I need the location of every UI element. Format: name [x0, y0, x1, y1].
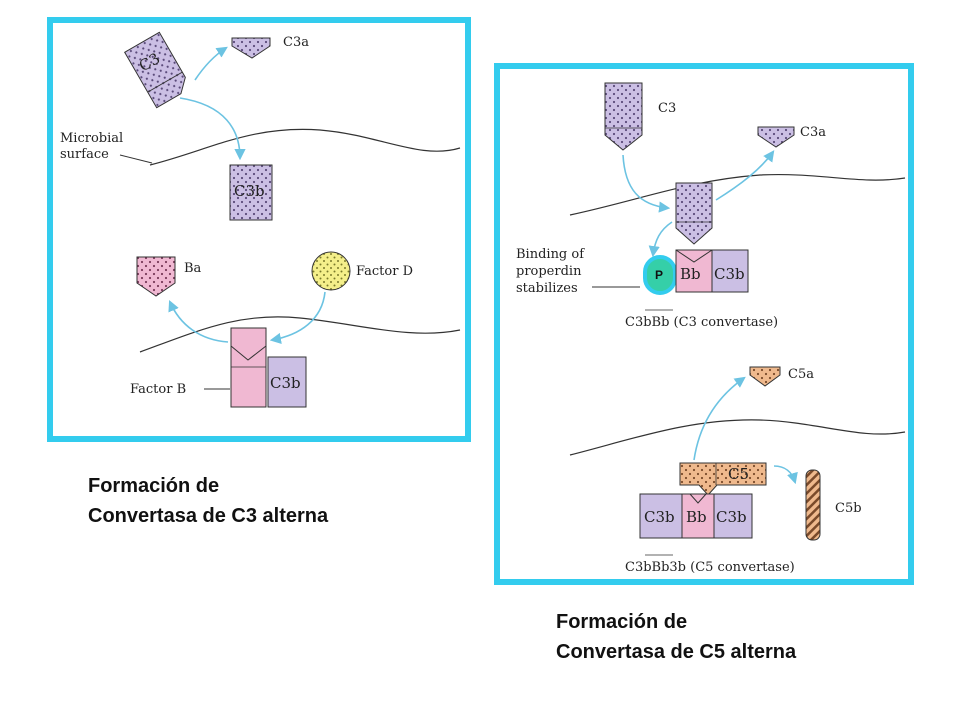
right-c3-convertase-label: C3bBb (C3 convertase) — [625, 315, 778, 330]
right-c5-molecule — [679, 462, 767, 496]
right-membrane-top — [569, 173, 906, 216]
right-arrow-to-properdin — [648, 221, 673, 258]
left-membrane-top — [149, 128, 461, 166]
left-arrow-to-c3b — [179, 97, 246, 161]
left-c3b-top-label: C3b — [234, 182, 265, 200]
right-caption-line2: Convertasa de C5 alterna — [556, 641, 797, 663]
right-arrow-to-c5a — [693, 376, 746, 461]
right-c3b-left-block — [639, 493, 683, 539]
left-ba-label: Ba — [184, 261, 202, 276]
left-c3a-fragment — [231, 37, 271, 59]
left-arrow-to-c3a — [194, 46, 228, 81]
right-c3b-label: C3b — [714, 265, 745, 283]
right-c5b-rod — [805, 469, 821, 541]
right-bb2-label: Bb — [686, 508, 707, 526]
right-bb-notch — [675, 249, 713, 263]
left-caption-line2: Convertasa de C3 alterna — [88, 505, 329, 527]
left-factor-b-molecule — [230, 327, 267, 408]
right-binding-label-3: stabilizes — [516, 281, 578, 296]
right-binding-label-2: properdin — [516, 264, 582, 279]
left-microbial-label-2: surface — [60, 147, 109, 162]
left-factor-d-label: Factor D — [356, 264, 413, 279]
left-c3b-bottom — [267, 356, 307, 408]
right-c5-label: C5 — [728, 465, 749, 483]
left-factor-d — [311, 251, 351, 291]
right-c3b-right-block — [713, 493, 753, 539]
right-c5a-label: C5a — [788, 367, 814, 382]
left-c3-molecule: C3 — [123, 31, 186, 109]
right-membrane-bottom — [569, 419, 906, 456]
left-c3b-bottom-label: C3b — [270, 374, 301, 392]
right-bb-label: Bb — [680, 265, 701, 283]
right-arrow-to-c3a — [715, 150, 775, 201]
right-binding-label-1: Binding of — [516, 247, 585, 262]
right-bb2-notch — [689, 493, 707, 504]
right-c3b-block — [711, 249, 749, 293]
right-panel: C3 C3a Binding of properdin stabilizes P… — [494, 63, 914, 585]
right-c3-label: C3 — [658, 101, 676, 116]
right-c3a-label: C3a — [800, 125, 826, 140]
left-c3a-label: C3a — [283, 35, 309, 50]
right-c3b-left-label: C3b — [644, 508, 675, 526]
left-c3b-top — [229, 164, 273, 221]
right-c5a-fragment — [749, 366, 781, 387]
right-c3b-right-label: C3b — [716, 508, 747, 526]
right-caption-line1: Formación de — [556, 611, 687, 633]
left-caption-line1: Formación de — [88, 475, 219, 497]
left-factor-b-label: Factor B — [130, 382, 186, 397]
right-c5-convertase-label: C3bBb3b (C5 convertase) — [625, 560, 795, 575]
right-properdin-label: P — [655, 268, 663, 282]
right-arrow-c3-down — [622, 154, 671, 213]
right-c3-molecule — [604, 82, 643, 151]
right-arrow-to-c5b — [773, 465, 798, 485]
right-c5b-label: C5b — [835, 501, 862, 516]
right-c3-bound — [675, 182, 713, 245]
left-ba-fragment — [136, 256, 176, 297]
left-arrow-to-ba — [168, 299, 229, 343]
left-microbial-pointer — [119, 154, 153, 164]
right-properdin — [643, 255, 677, 295]
left-membrane-bottom — [139, 316, 461, 353]
right-c3a-fragment — [757, 126, 795, 148]
left-panel: C3 C3a Microbial surface C3b Ba Factor D — [47, 17, 471, 442]
left-arrow-factor-d — [269, 291, 326, 344]
left-microbial-label-1: Microbial — [60, 131, 123, 146]
